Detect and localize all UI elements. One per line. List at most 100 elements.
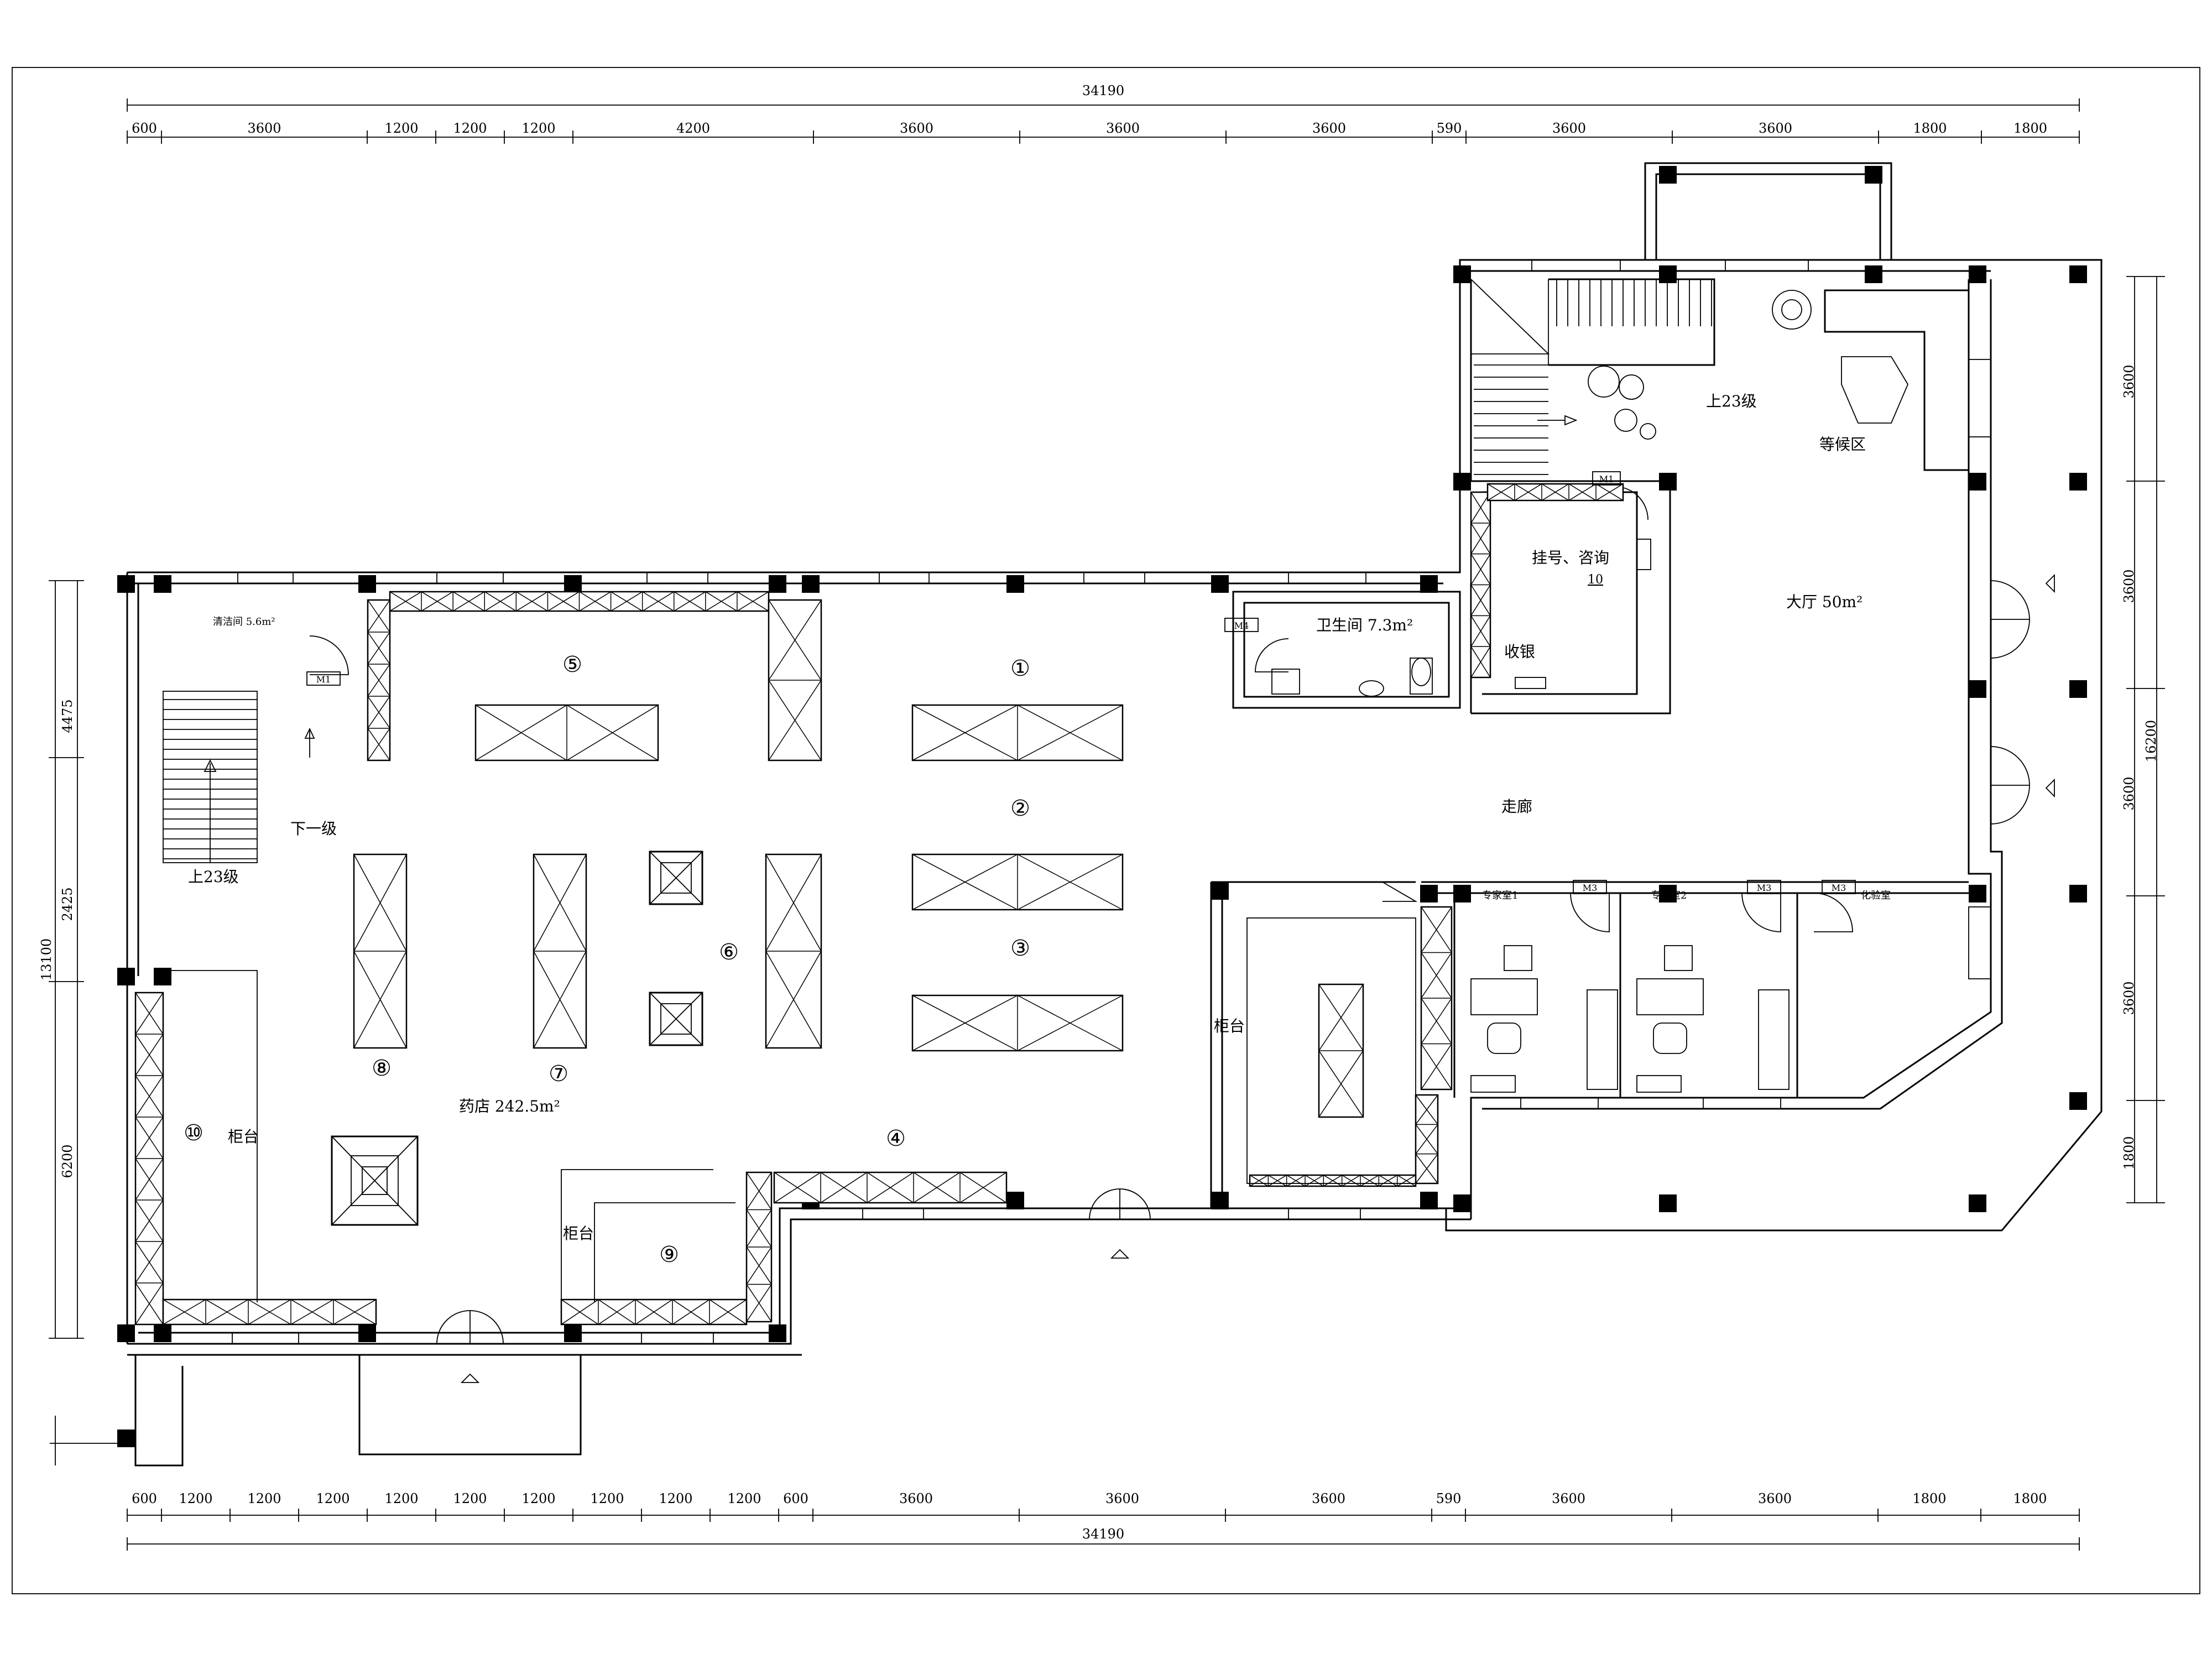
bottom-dimension-3: 1200 xyxy=(247,1491,281,1506)
top-dimension-13: 1800 xyxy=(1913,121,1947,136)
left-dimension-2: 2425 xyxy=(60,887,75,921)
bottom-dimension-6: 1200 xyxy=(453,1491,487,1506)
cashier-label: 收银 xyxy=(1504,643,1535,661)
shelf-unit-2 xyxy=(474,704,659,761)
top-dimension-2: 3600 xyxy=(247,121,281,136)
bottom-dimension-13: 3600 xyxy=(1105,1491,1139,1506)
shelf-unit-21 xyxy=(1249,1174,1417,1187)
bottom-dimension-11: 600 xyxy=(783,1491,808,1506)
shelf-number-8: ⑧ xyxy=(372,1056,392,1081)
shelf-number-1: ① xyxy=(1010,656,1030,681)
shelf-unit-8 xyxy=(353,853,408,1049)
counter-left-label: 柜台 xyxy=(228,1128,259,1146)
shelf-unit-19 xyxy=(1470,491,1491,679)
room-labels: 清洁间 5.6m² 卫生间 7.3m² 挂号、咨询 10 收银 等候区 大厅 5… xyxy=(188,392,1891,1243)
restroom-label: 卫生间 7.3m² xyxy=(1316,616,1413,634)
waiting-area-furniture xyxy=(1515,290,1909,689)
counters xyxy=(171,881,1418,1302)
doors xyxy=(309,486,2055,1383)
shelf-unit-20 xyxy=(1486,483,1624,502)
bottom-dimension-16: 3600 xyxy=(1552,1491,1585,1506)
left-dimensions: 13100 4475 2425 6200 xyxy=(39,580,127,1465)
shelf-unit-14 xyxy=(745,1171,773,1323)
expert-room-1-label: 专家室1 xyxy=(1482,890,1518,901)
shelf-number-9: ⑨ xyxy=(659,1242,679,1267)
top-dimension-10: 590 xyxy=(1437,121,1462,136)
shelf-unit-16 xyxy=(1420,906,1453,1091)
right-dimensions: 3600 3600 3600 3600 1800 16200 xyxy=(2121,276,2165,1203)
right-dimension-4: 3600 xyxy=(2121,981,2137,1015)
shelf-unit-11 xyxy=(134,992,164,1326)
lab-label: 化验室 xyxy=(1861,890,1891,901)
right-dimension-3: 3600 xyxy=(2121,776,2137,810)
shelf-number-6: ⑥ xyxy=(719,940,739,965)
bottom-dimension-15: 590 xyxy=(1436,1491,1462,1506)
drawing-frame xyxy=(12,67,2200,1594)
top-dimension-1: 600 xyxy=(132,121,157,136)
door-tag-m4: M4 xyxy=(1234,620,1249,631)
top-dimension-14: 1800 xyxy=(2013,121,2047,136)
pharmacy-label: 药店 242.5m² xyxy=(459,1097,560,1115)
stairs-left xyxy=(163,691,315,863)
top-total-dimension: 34190 xyxy=(1082,83,1124,98)
right-dimension-5: 1800 xyxy=(2121,1136,2137,1170)
stairs-right xyxy=(1470,279,1712,475)
shelf-unit-10 xyxy=(765,853,822,1049)
top-dimension-6: 4200 xyxy=(676,121,710,136)
top-dimension-11: 3600 xyxy=(1552,121,1586,136)
bottom-dimension-7: 1200 xyxy=(521,1491,555,1506)
shelf-number-7: ⑦ xyxy=(549,1061,568,1087)
shelf-unit-13 xyxy=(560,1298,748,1326)
shelf-unit-4 xyxy=(911,853,1124,911)
left-dimension-3: 6200 xyxy=(60,1144,75,1178)
top-dimension-9: 3600 xyxy=(1312,121,1346,136)
door-tags: M1 M1 M4 M3 M3 M3 xyxy=(306,471,1856,894)
exterior-walls xyxy=(126,162,2103,1467)
top-dimension-5: 1200 xyxy=(521,121,555,136)
counter-mid-label: 柜台 xyxy=(563,1224,594,1243)
shelf-unit-15 xyxy=(773,1171,1008,1204)
bottom-dimension-14: 3600 xyxy=(1312,1491,1345,1506)
right-total-dimension: 16200 xyxy=(2143,720,2159,762)
right-dimension-1: 3600 xyxy=(2121,364,2137,398)
bottom-dimension-17: 3600 xyxy=(1758,1491,1792,1506)
bottom-dimension-12: 3600 xyxy=(899,1491,933,1506)
bottom-dimension-5: 1200 xyxy=(384,1491,418,1506)
hall-label: 大厅 50m² xyxy=(1786,593,1863,611)
shelf-unit-3 xyxy=(911,704,1124,761)
windows xyxy=(232,259,1991,1344)
top-dimension-4: 1200 xyxy=(453,121,487,136)
expert-room-furniture xyxy=(1470,945,1790,1093)
shelf-unit-6 xyxy=(367,599,391,761)
shelf-number-2: ② xyxy=(1010,796,1030,821)
bottom-total-dimension: 34190 xyxy=(1082,1526,1124,1542)
shelf-unit-5 xyxy=(911,994,1124,1052)
door-tag-m3c: M3 xyxy=(1832,883,1846,893)
bottom-dimension-1: 600 xyxy=(132,1491,157,1506)
shelf-number-10: ⑩ xyxy=(184,1120,204,1146)
registration-number: 10 xyxy=(1588,573,1603,587)
bottom-dimension-4: 1200 xyxy=(316,1491,349,1506)
registration-label: 挂号、咨询 xyxy=(1532,549,1609,567)
corridor-label: 走廊 xyxy=(1501,797,1532,816)
top-dimension-3: 1200 xyxy=(384,121,418,136)
top-dimension-8: 3600 xyxy=(1106,121,1140,136)
shelf-unit-9 xyxy=(533,853,587,1049)
top-dimension-7: 3600 xyxy=(900,121,933,136)
display-islands xyxy=(331,851,703,1226)
bottom-dimension-19: 1800 xyxy=(2013,1491,2047,1506)
bottom-dimension-8: 1200 xyxy=(590,1491,624,1506)
door-tag-m1: M1 xyxy=(316,674,331,685)
door-tag-m1b: M1 xyxy=(1599,474,1614,484)
top-dimension-12: 3600 xyxy=(1759,121,1792,136)
shelf-unit-12 xyxy=(162,1298,377,1326)
right-dimension-2: 3600 xyxy=(2121,569,2137,603)
left-dimension-1: 4475 xyxy=(60,699,75,733)
restroom-fixtures xyxy=(1271,658,1433,697)
left-total-dimension: 13100 xyxy=(39,938,54,980)
shelf-unit-18 xyxy=(1318,983,1364,1118)
shelving-units xyxy=(134,483,1624,1326)
bottom-dimension-18: 1800 xyxy=(1912,1491,1946,1506)
structural-columns xyxy=(117,166,2087,1447)
